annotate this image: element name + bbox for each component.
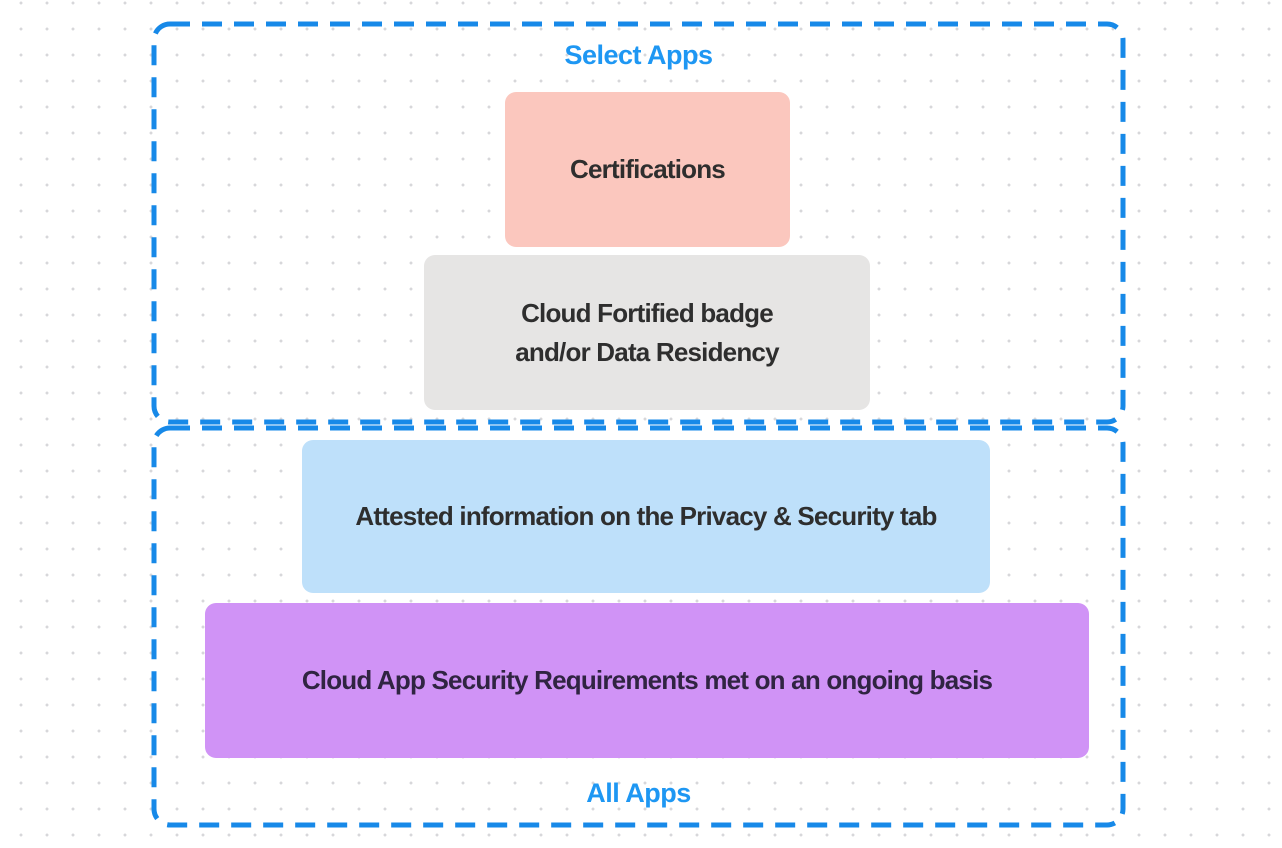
certifications-box: Certifications bbox=[505, 92, 790, 247]
select-apps-label: Select Apps bbox=[564, 40, 713, 70]
cloud-app-security-requirements-box: Cloud App Security Requirements met on a… bbox=[205, 603, 1089, 758]
all-apps-label: All Apps bbox=[586, 778, 691, 808]
cloud-fortified-data-residency-box: Cloud Fortified badge and/or Data Reside… bbox=[424, 255, 870, 410]
attested-information-box: Attested information on the Privacy & Se… bbox=[302, 440, 990, 593]
